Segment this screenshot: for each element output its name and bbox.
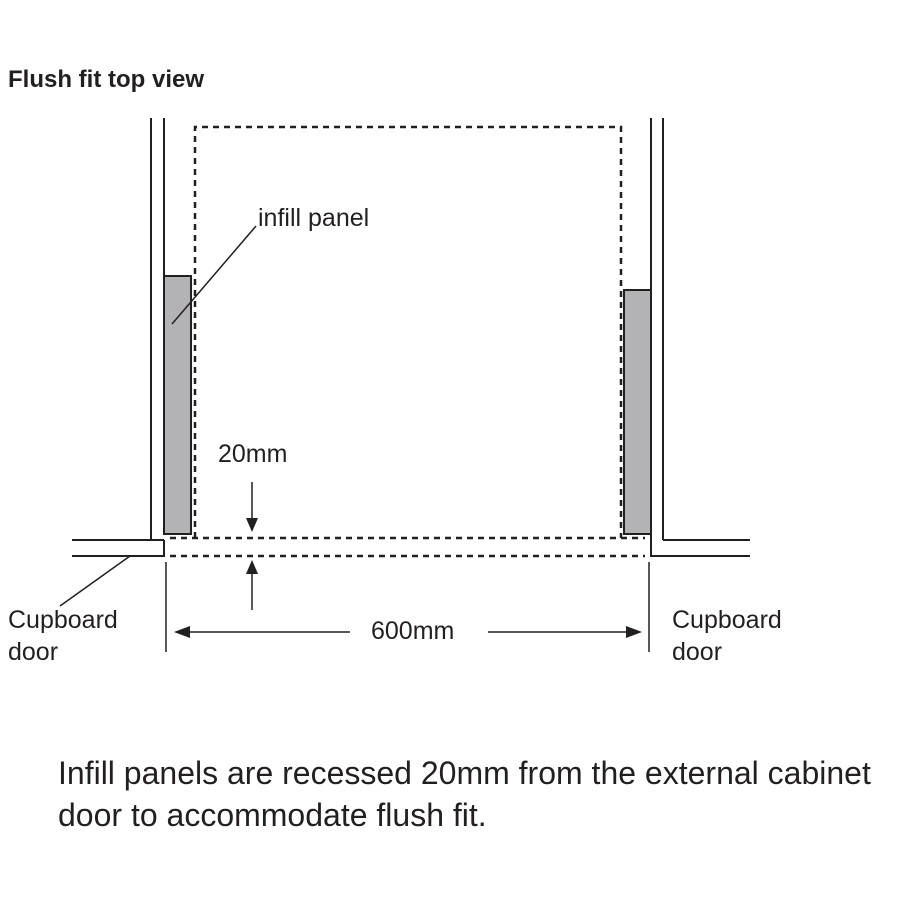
left-cupboard-door-label: Cupboard door — [8, 604, 118, 668]
caption: Infill panels are recessed 20mm from the… — [58, 755, 871, 833]
infill-panel-leader — [171, 225, 257, 325]
right-cabinet-side — [650, 118, 664, 540]
depth-dimension-arrows — [246, 482, 258, 610]
depth-dimension-label: 20mm — [218, 440, 288, 468]
right-infill-panel — [623, 289, 652, 535]
right-cupboard-door-line-2: door — [672, 638, 723, 666]
left-cupboard-door — [72, 539, 165, 557]
width-dimension-label: 600mm — [371, 617, 455, 645]
right-cupboard-door-line-1: Cupboard — [672, 606, 782, 634]
left-cupboard-door-line-1: Cupboard — [8, 606, 118, 634]
cupboard-door-leader — [59, 555, 131, 607]
diagram-title: Flush fit top view — [8, 66, 204, 93]
infill-panel-label: infill panel — [258, 204, 370, 232]
right-cupboard-door — [650, 539, 750, 557]
right-cupboard-door-label: Cupboard door — [672, 604, 782, 668]
left-infill-panel — [163, 275, 192, 535]
left-cabinet-side — [150, 118, 165, 540]
appliance-outline — [170, 125, 645, 558]
width-dimension — [165, 562, 650, 652]
left-cupboard-door-line-2: door — [8, 638, 59, 666]
